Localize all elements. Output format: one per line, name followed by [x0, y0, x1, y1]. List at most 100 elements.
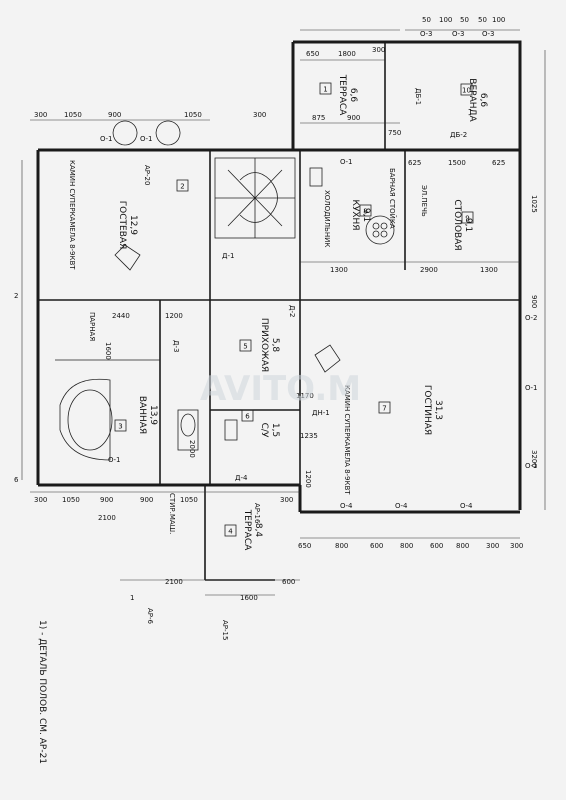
dim-text: 1600 [104, 342, 112, 360]
room-area: 9,1 [463, 218, 473, 232]
dims-bottom: 300 1050 900 900 1050 300 [34, 496, 293, 504]
dims-top-right: 50 100 50 50 100 [422, 16, 505, 24]
room-label-wc: С/У 1,5 [259, 423, 280, 438]
dims-terrace: 650 1800 300 [306, 46, 385, 58]
dim-text: 2440 [112, 312, 130, 320]
dim-text: 3200 [530, 450, 538, 468]
room-label-terrace-bottom: ТЕРРАСА 8,4 [242, 509, 263, 551]
dim-text: 600 [430, 542, 443, 550]
room-label-guest: ГОСТЕВАЯ 12,9 [117, 201, 138, 250]
section-mark: АР-15 [221, 620, 229, 640]
window-mark: О-4 [395, 502, 408, 510]
staircase [214, 157, 296, 239]
room-area: 8,4 [253, 523, 263, 538]
dimension-lines [21, 29, 546, 596]
dim-text: 50 [460, 16, 469, 24]
window-mark: О-4 [340, 502, 353, 510]
dim-text: 1050 [184, 111, 202, 119]
dim-text: 750 [388, 129, 401, 137]
dim-text: 2000 [188, 440, 196, 458]
room-number: 8 [363, 208, 367, 216]
dim-text: 2900 [420, 266, 438, 274]
dim-text: 1800 [338, 50, 356, 58]
room-numbers: 10 1 2 8 9 7 5 3 6 4 [114, 82, 474, 537]
dim-text: 300 [372, 46, 385, 54]
note-stove: ЭЛ.ПЕЧЬ [420, 185, 428, 217]
dims-bottom-right: 650 800 600 800 600 800 300 300 [298, 542, 523, 550]
room-label-kitchen: КУХНЯ 9,1 [350, 199, 371, 230]
room-name: ТЕРРАСА [337, 74, 347, 116]
dim-text: 300 [34, 111, 47, 119]
window-mark: О-3 [420, 30, 433, 38]
room-area: 6,6 [478, 93, 488, 108]
dim-text: 900 [347, 114, 360, 122]
note-washer: СТИР.МАШ. [168, 493, 176, 534]
dim-text: 300 [34, 496, 47, 504]
axis-label: 2 [14, 292, 18, 300]
room-area: 12,9 [128, 215, 138, 235]
room-name: КУХНЯ [350, 199, 360, 230]
door-mark: Д-2 [288, 305, 296, 317]
window-mark: О-3 [482, 30, 495, 38]
door-mark: ДБ-1 [414, 88, 422, 105]
room-number: 9 [465, 215, 469, 223]
inner-walls [38, 42, 520, 485]
room-number: 3 [118, 423, 122, 431]
dim-text: 1300 [330, 266, 348, 274]
dim-text: 1200 [304, 470, 312, 488]
dims-top: 300 1050 900 1050 300 [34, 111, 266, 119]
room-number: 7 [382, 405, 386, 413]
dim-text: 650 [298, 542, 311, 550]
door-mark: Д-4 [235, 474, 248, 482]
room-name: ГОСТИНАЯ [422, 385, 432, 435]
room-name: ПРИХОЖАЯ [259, 318, 269, 372]
dim-text: 1050 [64, 111, 82, 119]
room-label-terrace-top: ТЕРРАСА 6,6 [337, 74, 358, 116]
dim-text: 1170 [296, 392, 314, 400]
dim-text: 1500 [448, 159, 466, 167]
window-mark: О-2 [525, 314, 538, 322]
dim-text: 1050 [180, 496, 198, 504]
dim-text: 50 [478, 16, 487, 24]
room-label-dining: СТОЛОВАЯ 9,1 [452, 199, 473, 250]
room-area: 13,9 [148, 405, 158, 425]
dim-text: 650 [306, 50, 319, 58]
room-name: СТОЛОВАЯ [452, 199, 462, 250]
dim-text: 625 [492, 159, 505, 167]
room-number: 6 [245, 413, 250, 421]
dim-text: 300 [253, 111, 266, 119]
door-mark: Д-3 [172, 340, 180, 352]
dim-text: 2100 [165, 578, 183, 586]
dim-text: 1600 [240, 594, 258, 602]
dim-text: 800 [456, 542, 469, 550]
window-mark: О-4 [460, 502, 473, 510]
axis-marks: 2 6 1 АР-20 АР-16 АР-15 АР-6 [14, 165, 261, 640]
dim-text: 900 [100, 496, 113, 504]
dim-text: 300 [510, 542, 523, 550]
dim-text: 50 [422, 16, 431, 24]
room-label-hall: ПРИХОЖАЯ 5,8 [259, 318, 280, 372]
room-number: 10 [462, 87, 471, 95]
room-area: 31,3 [433, 400, 443, 420]
dim-text: 1025 [530, 195, 538, 213]
dims-misc: 2440 1200 2000 1600 1170 1235 1200 2100 … [98, 195, 538, 602]
dim-text: 625 [408, 159, 421, 167]
room-number: 2 [180, 183, 184, 191]
door-mark: ДН-1 [312, 409, 330, 417]
dims-kitchen: 1300 2900 1300 [330, 266, 498, 274]
door-marks: ДБ-1 ДБ-2 Д-1 Д-2 Д-3 Д-4 ДН-1 [172, 88, 467, 482]
dim-text: 1200 [165, 312, 183, 320]
room-label-veranda: ВЕРАНДА 6,6 [467, 78, 488, 122]
dim-text: 800 [335, 542, 348, 550]
room-name: С/У [259, 423, 269, 438]
watermark-logo: AVITO.M [200, 369, 361, 409]
dim-text: 100 [492, 16, 505, 24]
note-fireplace-living: КАМИН СУПЕРКАМЕЛА 8-9КВТ [343, 385, 351, 495]
note-sauna: ПАРНАЯ [88, 312, 96, 341]
dim-text: 300 [486, 542, 499, 550]
room-name: ВАННАЯ [137, 396, 147, 434]
room-label-living: ГОСТИНАЯ 31,3 [422, 385, 443, 435]
room-area: 6,6 [348, 88, 358, 103]
window-marks: О-1 О-1 О-1 О-1 О-1 О-1 О-2 О-3 О-3 О-3 … [100, 30, 538, 510]
dim-text: 1300 [480, 266, 498, 274]
